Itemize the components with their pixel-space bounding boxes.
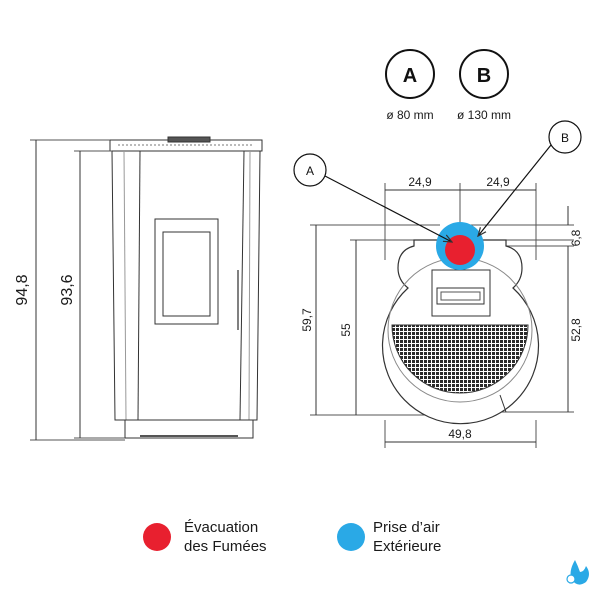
callout-a: A	[293, 153, 452, 242]
depth-right-label: 52,8	[569, 318, 583, 342]
connector-b-diameter: ø 130 mm	[457, 108, 511, 122]
legend-intake: Prise d’air Extérieure	[337, 519, 441, 555]
total-height-label: 94,8	[14, 274, 31, 305]
stove-top-outlet	[167, 136, 211, 143]
width-label: 49,8	[448, 427, 472, 441]
connector-a-letter: A	[403, 65, 417, 87]
brand-flame-icon	[566, 560, 589, 585]
exhaust-dot	[143, 523, 171, 551]
intake-label-line2: Extérieure	[373, 538, 441, 555]
top-offset-label: 6,8	[569, 229, 583, 246]
connector-b-letter: B	[477, 65, 491, 87]
exhaust-connector-a	[445, 235, 475, 265]
offset-left-label: 24,9	[408, 175, 432, 189]
stove-base	[124, 419, 254, 439]
front-view	[30, 136, 263, 441]
connector-a-diameter: ø 80 mm	[386, 108, 433, 122]
connector-a-circle	[385, 49, 435, 99]
connector-a-legend: A ø 80 mm	[385, 49, 435, 122]
offset-right-label: 24,9	[486, 175, 510, 189]
svg-text:A: A	[306, 164, 314, 178]
stove-glass	[162, 231, 211, 317]
depth-inner-label: 55	[339, 323, 353, 337]
svg-text:B: B	[561, 131, 569, 145]
top-view	[310, 183, 574, 448]
callout-b: B	[478, 120, 582, 236]
connector-b-circle	[459, 49, 509, 99]
legend-exhaust: Évacuation des Fumées	[143, 519, 267, 555]
exhaust-label-line2: des Fumées	[184, 538, 267, 555]
connector-b-legend: B ø 130 mm	[457, 49, 511, 122]
exhaust-label-line1: Évacuation	[184, 519, 258, 536]
body-height-label: 93,6	[59, 274, 76, 305]
intake-dot	[337, 523, 365, 551]
depth-outer-label: 59,7	[300, 308, 314, 332]
intake-label-line1: Prise d’air	[373, 519, 440, 536]
stove-mesh-grate	[391, 324, 529, 394]
